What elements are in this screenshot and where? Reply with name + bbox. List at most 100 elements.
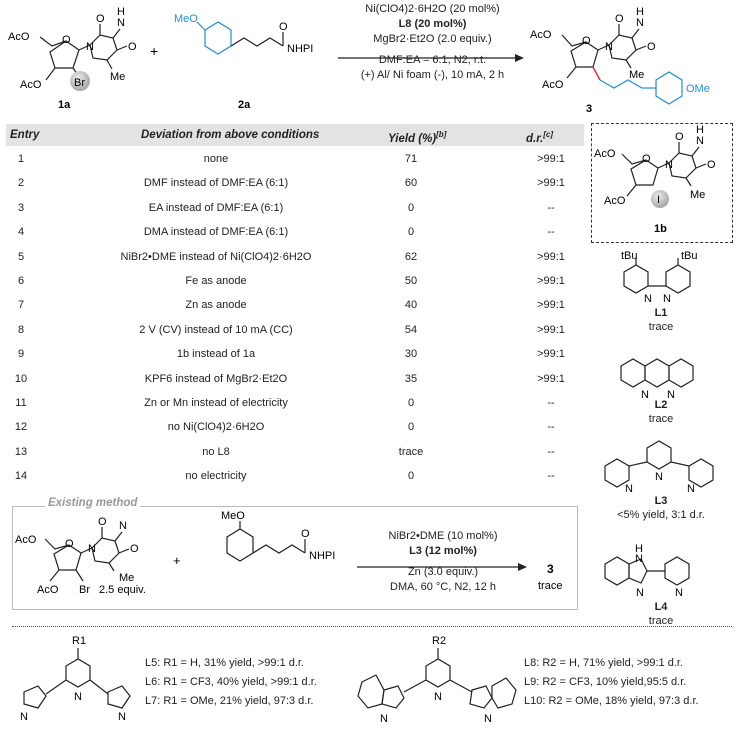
cell-deviation: Zn or Mn instead of electricity [144,397,288,409]
cell-deviation: DMA instead of DMF:EA (6:1) [143,226,289,239]
cell-yield: 0 [407,470,415,483]
nitrogen-label: N [20,711,28,723]
ligand-note: <5% yield, 3:1 d.r. [617,509,705,521]
oxygen-label: O [96,13,105,25]
tert-butyl-label: tBu [621,250,638,262]
nitrogen-label: N [88,543,96,555]
substituent-label: R2 [432,635,446,647]
tert-butyl-label: tBu [681,250,698,262]
cell-entry: 6 [17,275,25,287]
acetoxy-label: AcO [542,79,564,91]
cell-entry: 1 [17,153,25,165]
dotted-divider [12,626,732,627]
cell-yield: 0 [407,201,415,214]
oxygen-label: O [675,131,684,143]
cell-deviation: EA instead of DMF:EA (6:1) [148,201,284,214]
ligand-L1-structure: tBu tBu N N [621,250,698,305]
condition-line: Zn (3.0 equiv.) [407,566,479,578]
acetoxy-label: AcO [8,31,30,43]
compound-label-3: 3 [586,103,592,115]
cell-entry: 4 [17,226,25,239]
cell-dr: >99:1 [537,323,565,336]
cell-entry: 14 [14,470,28,483]
nitrogen-label: N [687,483,695,494]
ligand-list-right: L8: R2 = H, 71% yield, >99:1 d.r. L9: R2… [524,654,699,711]
cell-deviation: NiBr2•DME instead of Ni(ClO4)2·6H2O [120,250,312,263]
cell-yield: 40 [404,299,418,312]
cell-yield: 71 [404,153,418,165]
cell-yield: 35 [404,372,418,385]
existing-method-title: Existing method [45,497,141,509]
cell-deviation: KPF6 instead of MgBr2·Et2O [144,372,288,385]
yield-header-text: Yield (%) [388,132,437,145]
cell-yield: 60 [404,177,418,190]
ligand-L2: N N L2 trace [591,346,731,430]
methyl-label: Me [690,189,705,201]
cell-dr: >99:1 [537,275,565,287]
nitrogen-label: N [119,520,127,532]
acetoxy-label: AcO [15,534,37,546]
nhpi-label: NHPI [309,550,335,562]
nitrogen-label: N [644,293,652,305]
cell-dr: >99:1 [537,177,565,190]
condition-line: L3 (12 mol%) [409,545,477,557]
table-header: Entry Deviation from above conditions Yi… [6,124,584,146]
condition-line: MgBr2·Et2O (2.0 equiv.) [373,33,492,45]
bottom-ligands: R1 R2 N N N N N N L5: R1 = H, 31% yield,… [0,630,736,730]
nitrogen-label: N [605,41,613,53]
nitrogen-label: N [663,293,671,305]
reaction-scheme-drawing: AcO O AcO Br N O N H O Me 1a + MeO O NHP… [8,6,710,115]
cell-entry: 10 [14,372,28,385]
hydrogen-label: H [635,543,643,555]
compound-label-1a: 1a [58,99,71,111]
hydrogen-label: H [636,6,644,18]
cell-yield: 0 [407,397,415,409]
product-aryl [599,71,683,105]
compound-1b-box: AcO O AcO I N O N H O Me 1b [591,123,733,243]
oxygen-label: O [707,159,716,171]
methoxy-label: OMe [686,83,710,95]
ring-oxygen-label: O [65,538,74,550]
condition-line: NiBr2•DME (10 mol%) [388,530,498,542]
ligand-entry: L7: R1 = OMe, 21% yield, 97:3 d.r. [145,695,314,707]
nitrogen-label: N [635,553,643,565]
ligand-note: trace [648,321,674,333]
ligand-L2-structure: N N [620,358,694,401]
header-entry: Entry [10,129,40,141]
condition-line: Ni(ClO4)2·6H2O (20 mol%) [365,3,500,15]
cell-entry: 13 [14,445,28,458]
nitrogen-label: N [655,471,663,483]
cell-dr: >99:1 [537,348,565,361]
cell-deviation: none [203,153,229,165]
ligand-label: L3 [654,495,668,507]
dr-footnote: [c] [543,130,554,139]
ligand-entry: L9: R2 = CF3, 10% yield,95:5 d.r. [524,676,687,688]
existing-method-drawing: AcO O AcO Br N O N O Me 2.5 equiv. + MeO… [15,510,562,596]
new-bond [592,66,601,81]
nitrogen-label: N [74,691,82,703]
ligand-L4-structure: H N N N [604,543,690,599]
bromine-sphere [70,71,90,91]
yield-footnote: [b] [436,130,447,139]
methyl-label: Me [110,71,125,83]
cell-dr: >99:1 [537,250,565,263]
ligand-L3: N N N L3 <5% yield, 3:1 d.r. [591,436,731,532]
cell-dr: -- [547,397,555,409]
compound-1b-structure: AcO O AcO I N O N H O Me 1b [594,124,716,235]
cell-deviation: 2 V (CV) instead of 10 mA (CC) [139,323,293,336]
existing-conditions: NiBr2•DME (10 mol%) L3 (12 mol%) Zn (3.0… [353,529,533,595]
ligand-note: trace [648,413,674,425]
cell-entry: 12 [14,421,28,434]
hydrogen-label: H [696,124,704,136]
ligand-L3-structure: N N N [604,440,714,495]
header-deviation: Deviation from above conditions [141,129,320,141]
nitrogen-label: N [625,483,633,494]
cell-dr: -- [547,445,555,458]
